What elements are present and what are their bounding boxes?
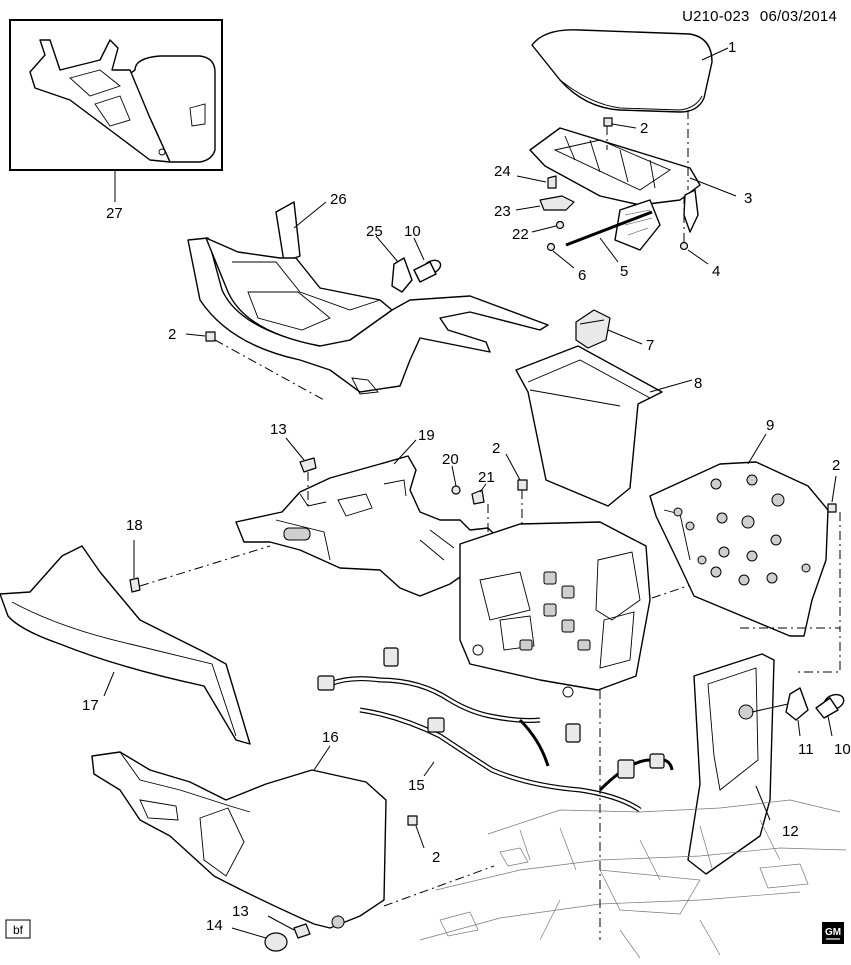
callout-3: 3 bbox=[744, 190, 752, 207]
diagram-header: U210-023 06/03/2014 bbox=[682, 8, 837, 25]
callout-2-bin: 2 bbox=[492, 440, 500, 457]
inset-console-view bbox=[9, 19, 223, 171]
part-2-clip-trim bbox=[205, 331, 216, 342]
callout-2-lower: 2 bbox=[432, 849, 440, 866]
vehicle-floor-background bbox=[419, 799, 847, 959]
part-9-side-panel-right bbox=[649, 461, 829, 637]
part-14-cap bbox=[264, 932, 288, 952]
callout-10-upper: 10 bbox=[404, 223, 421, 240]
part-3-lid-frame bbox=[529, 127, 701, 251]
part-7-switch bbox=[575, 309, 611, 349]
part-5-hinge-rod bbox=[565, 210, 653, 247]
callout-10-lower: 10 bbox=[834, 741, 851, 758]
part-2-clip-panel bbox=[827, 503, 837, 513]
part-16-lower-trim-panel bbox=[91, 751, 387, 929]
part-12-rear-panel bbox=[687, 653, 775, 875]
callout-15: 15 bbox=[408, 777, 425, 794]
callout-22: 22 bbox=[512, 226, 529, 243]
callout-16: 16 bbox=[322, 729, 339, 746]
center-console-base bbox=[459, 521, 651, 698]
callout-26: 26 bbox=[330, 191, 347, 208]
callout-4: 4 bbox=[712, 263, 720, 280]
callout-27: 27 bbox=[106, 205, 123, 222]
gm-logo: GM bbox=[822, 922, 844, 944]
callout-1: 1 bbox=[728, 39, 736, 56]
diagram-code: U210-023 bbox=[682, 8, 750, 25]
part-2-clip-bin bbox=[517, 479, 528, 491]
part-13-screw-lower bbox=[293, 923, 311, 939]
part-25-bracket bbox=[391, 257, 413, 293]
part-18-clip bbox=[129, 577, 141, 593]
callout-9: 9 bbox=[766, 417, 774, 434]
callout-18: 18 bbox=[126, 517, 143, 534]
callout-7: 7 bbox=[646, 337, 654, 354]
part-23-latch bbox=[539, 195, 575, 211]
bf-text: bf bbox=[13, 923, 24, 937]
callout-labels: 1 2 3 4 5 6 7 8 9 10 10 11 12 13 13 14 1… bbox=[82, 39, 851, 934]
part-2-clip-lower bbox=[407, 815, 418, 826]
part-26-console-upper-trim bbox=[187, 201, 549, 395]
callout-23: 23 bbox=[494, 203, 511, 220]
part-21-nut bbox=[471, 489, 485, 505]
part-13-screw-upper bbox=[299, 457, 317, 473]
part-17-side-trim-left bbox=[0, 545, 251, 745]
part-6-screw bbox=[546, 242, 556, 252]
callout-6: 6 bbox=[578, 267, 586, 284]
callout-12: 12 bbox=[782, 823, 799, 840]
callout-13-lower: 13 bbox=[232, 903, 249, 920]
callout-5: 5 bbox=[620, 263, 628, 280]
callout-2-trim: 2 bbox=[168, 326, 176, 343]
callout-20: 20 bbox=[442, 451, 459, 468]
part-22-pin bbox=[555, 220, 565, 230]
part-15-wiring-harness bbox=[317, 647, 674, 813]
part-20-screw bbox=[451, 485, 461, 495]
callout-24: 24 bbox=[494, 163, 511, 180]
callout-25: 25 bbox=[366, 223, 383, 240]
callout-17: 17 bbox=[82, 697, 99, 714]
part-2-clip-lid bbox=[603, 117, 613, 127]
gm-logo-text: GM bbox=[825, 927, 841, 938]
callout-21: 21 bbox=[478, 469, 495, 486]
part-8-storage-bin bbox=[515, 345, 663, 507]
callout-2: 2 bbox=[640, 120, 648, 137]
bf-badge: bf bbox=[5, 919, 31, 939]
callout-13-upper: 13 bbox=[270, 421, 287, 438]
callout-2-panel: 2 bbox=[832, 457, 840, 474]
part-11-bezel bbox=[785, 687, 809, 721]
part-24-clip bbox=[547, 175, 557, 189]
diagram-date: 06/03/2014 bbox=[759, 8, 837, 25]
callout-8: 8 bbox=[694, 375, 702, 392]
part-1-armrest-lid bbox=[531, 29, 713, 113]
callout-14: 14 bbox=[206, 917, 223, 934]
callout-11: 11 bbox=[798, 741, 814, 758]
part-4-screw bbox=[679, 241, 689, 251]
callout-19: 19 bbox=[418, 427, 435, 444]
